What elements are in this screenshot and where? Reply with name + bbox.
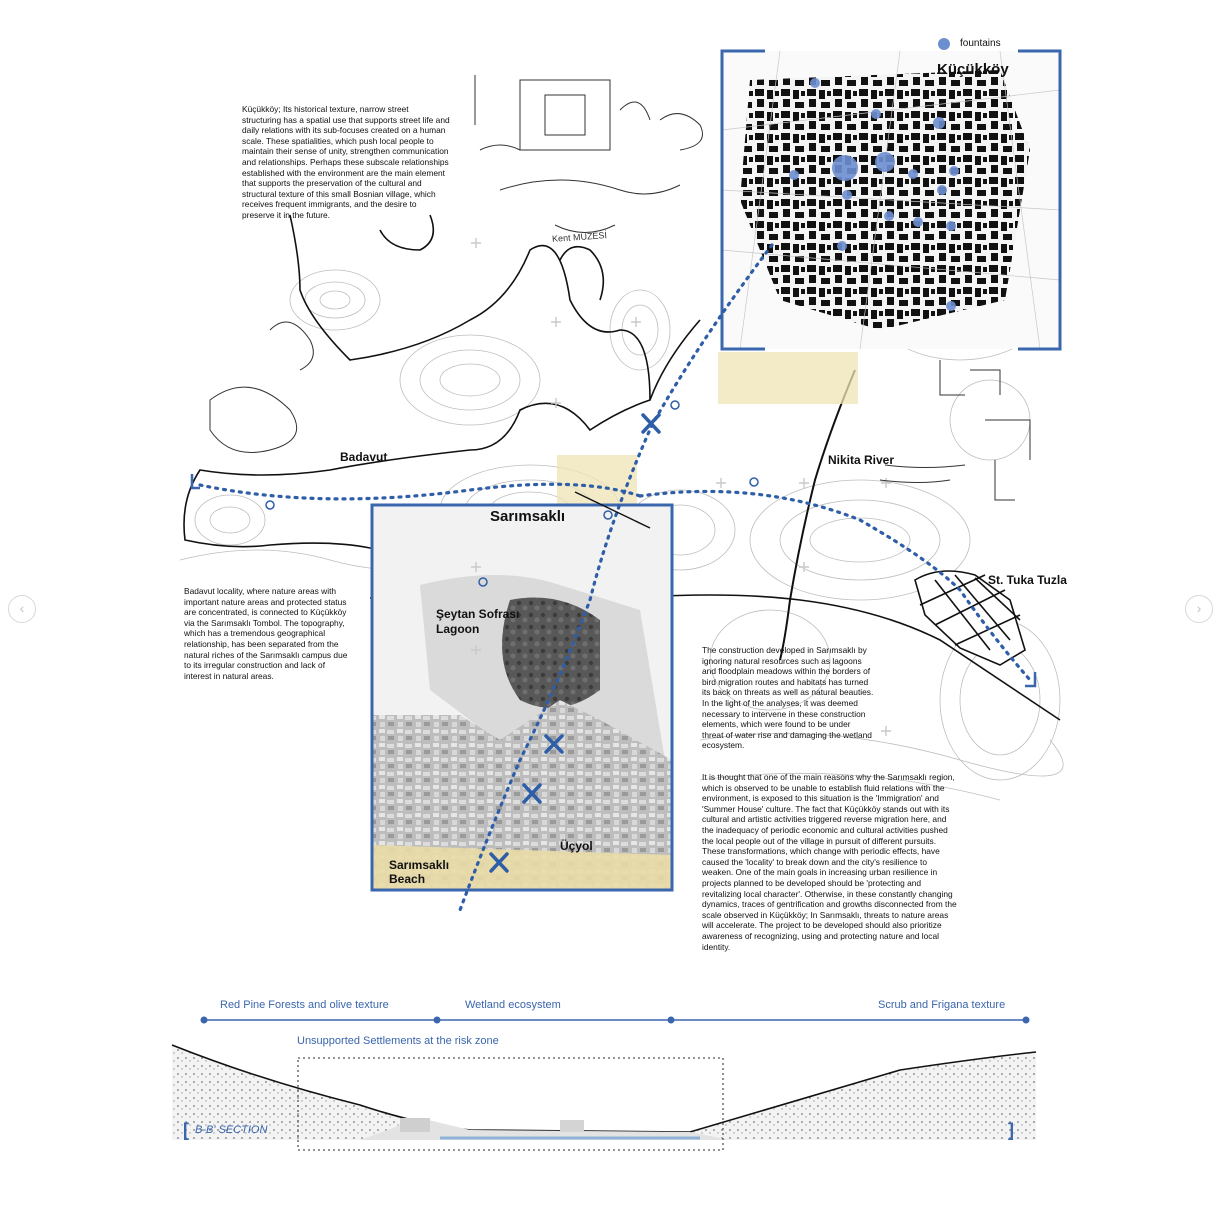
map-brackets [190,474,1037,688]
fountain-markers [789,78,959,311]
label-st-tuka-tuzla: St. Tuka Tuzla [988,573,1067,587]
section-profile [171,1044,1037,1140]
previous-slide-button[interactable]: ‹ [8,595,36,623]
label-badavut: Badavut [340,450,388,464]
hand-sketches [209,75,1031,501]
chevron-right-icon: › [1196,600,1202,616]
lagoon-line-1: Şeytan Sofrası [436,607,520,621]
nikita-river-line [779,369,856,661]
section-zone-scrub: Scrub and Frigana texture [878,999,1006,1011]
section-zone-scale [200,1016,1030,1024]
legend-label: fountains [960,38,1001,49]
text-kucukkoy: Küçükköy; Its historical texture, narrow… [242,104,450,220]
section-title: B-B' SECTION [195,1124,268,1136]
section-zone-pine-forest: Red Pine Forests and olive texture [220,999,389,1011]
lagoon-line-2: Lagoon [436,622,480,636]
section-risk-zone-label: Unsupported Settlements at the risk zone [297,1035,499,1047]
text-badavut: Badavut locality, where nature areas wit… [184,586,348,681]
section-zone-wetland: Wetland ecosystem [465,999,561,1011]
text-construction: The construction developed in Sarımsaklı… [702,645,874,751]
label-ucyol: Üçyol [560,839,593,853]
label-kucukkoy: Küçükköy [937,61,1009,78]
next-slide-button[interactable]: › [1185,595,1213,623]
label-lagoon: Şeytan Sofrası Lagoon [436,607,519,637]
open-circle-markers [265,400,759,587]
route-lines [198,243,1032,912]
beach-line-1: Sarımsaklı [389,858,450,872]
fountain-legend-icon [938,38,950,50]
section-bracket-left: [ [183,1120,189,1140]
section-bracket-right: ] [1008,1120,1014,1140]
section-cut-line [574,491,651,529]
text-reasons: It is thought that one of the main reaso… [702,772,957,952]
sarimsakli-aerial-inset [370,503,674,892]
grid-crosses [471,238,891,736]
risk-zone-frame [297,1057,724,1151]
chevron-left-icon: ‹ [19,600,25,616]
label-nikita-river: Nikita River [828,453,895,467]
label-sarimsakli-beach: Sarımsaklı Beach [389,858,449,886]
label-sarimsakli: Sarımsaklı [490,508,566,525]
beach-line-2: Beach [389,872,426,886]
x-markers [489,413,661,873]
kucukkoy-inset [720,49,1062,351]
